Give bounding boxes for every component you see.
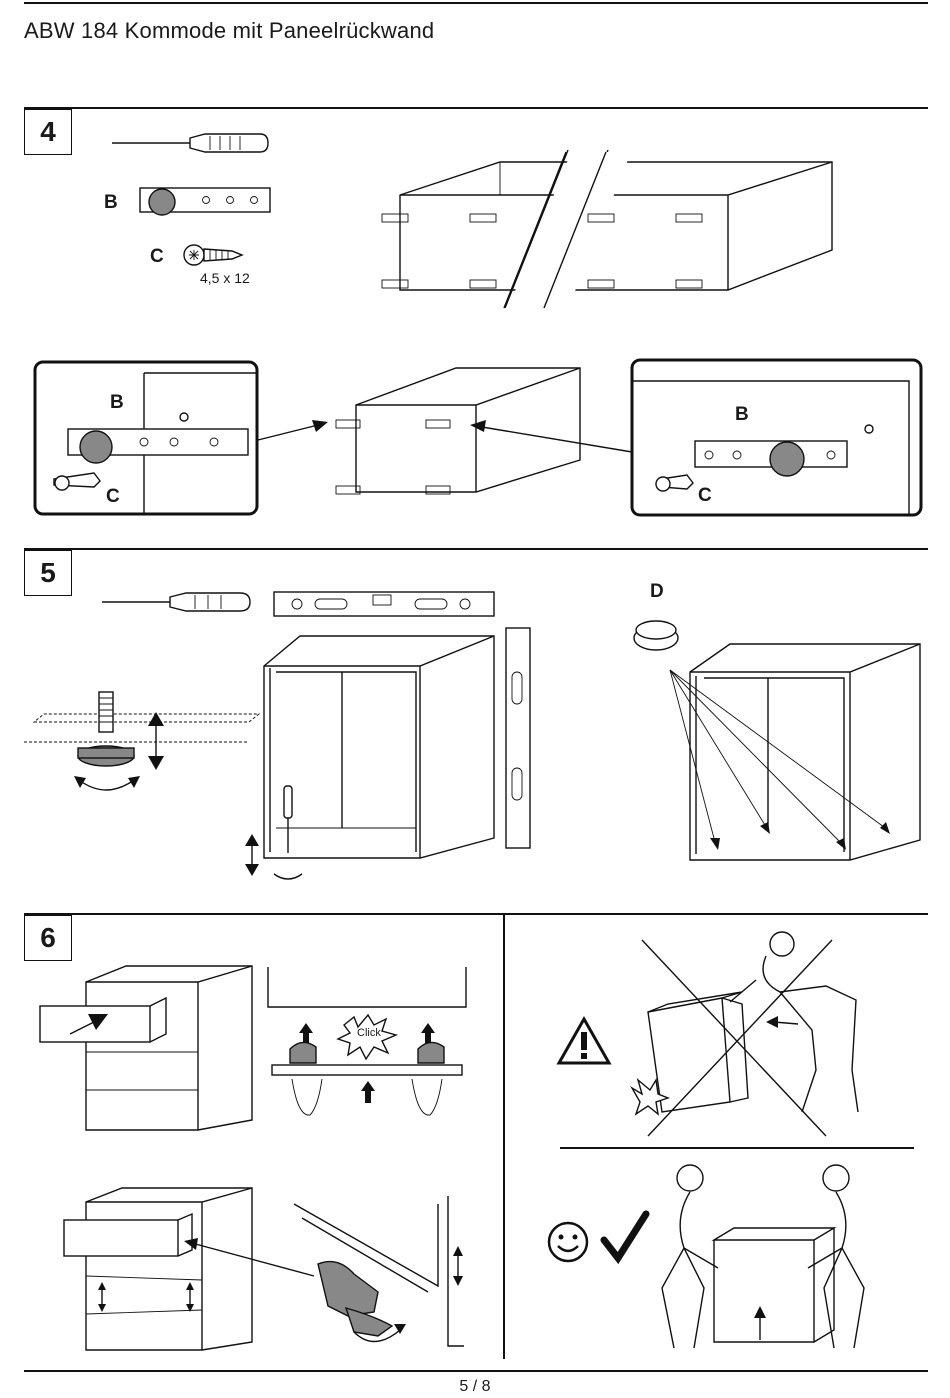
part-d-label: D <box>650 581 664 602</box>
page-number: 5 / 8 <box>459 1378 491 1395</box>
screwdriver-icon <box>102 592 251 612</box>
drawer-frame-main <box>381 149 833 309</box>
drawer-adjust-illustration <box>63 1187 253 1351</box>
warning-triangle-icon <box>556 1015 612 1065</box>
detail-right-c-label: C <box>698 485 712 506</box>
incorrect-lift-illustration <box>630 931 859 1137</box>
screwdriver-icon <box>112 133 269 153</box>
screw-c-icon <box>183 244 244 266</box>
correct-lift-illustration <box>661 1164 865 1349</box>
leveling-foot-icon <box>24 691 261 791</box>
click-label: Click <box>357 1027 381 1039</box>
document-title: ABW 184 Kommode mit Paneelrückwand <box>24 18 435 43</box>
bottom-rule <box>24 1370 928 1372</box>
detail-left-c-label: C <box>106 486 120 507</box>
step-4-rule <box>24 107 928 109</box>
detail-left-frame <box>33 360 259 516</box>
step-6-rule <box>24 913 928 915</box>
top-rule <box>24 2 928 4</box>
detail-left-b-label: B <box>110 392 124 413</box>
smiley-icon <box>547 1221 589 1263</box>
cap-d-icon <box>633 620 679 651</box>
step-5-rule <box>24 548 928 550</box>
part-b-label: B <box>104 192 118 213</box>
cabinet-caps-placement <box>669 643 921 861</box>
detail-right-b-label: B <box>735 404 749 425</box>
connector-plate-b-icon <box>139 187 271 216</box>
runner-adjust-detail <box>184 1196 464 1347</box>
step-4-number: 4 <box>24 109 72 155</box>
spirit-level-icon <box>273 591 495 617</box>
detail-right-frame <box>630 358 923 517</box>
drawer-frame-small <box>257 367 633 495</box>
part-c-label: C <box>150 246 164 267</box>
step-6-number: 6 <box>24 915 72 961</box>
cabinet-level-check <box>245 627 531 880</box>
step-5-number: 5 <box>24 550 72 596</box>
drawer-click-detail <box>267 967 467 1116</box>
step-6-divider <box>503 915 505 1359</box>
drawer-insert-illustration <box>39 965 253 1131</box>
screw-size: 4,5 x 12 <box>200 270 250 286</box>
checkmark-icon <box>600 1210 650 1265</box>
step-6-right-divider <box>560 1147 914 1149</box>
